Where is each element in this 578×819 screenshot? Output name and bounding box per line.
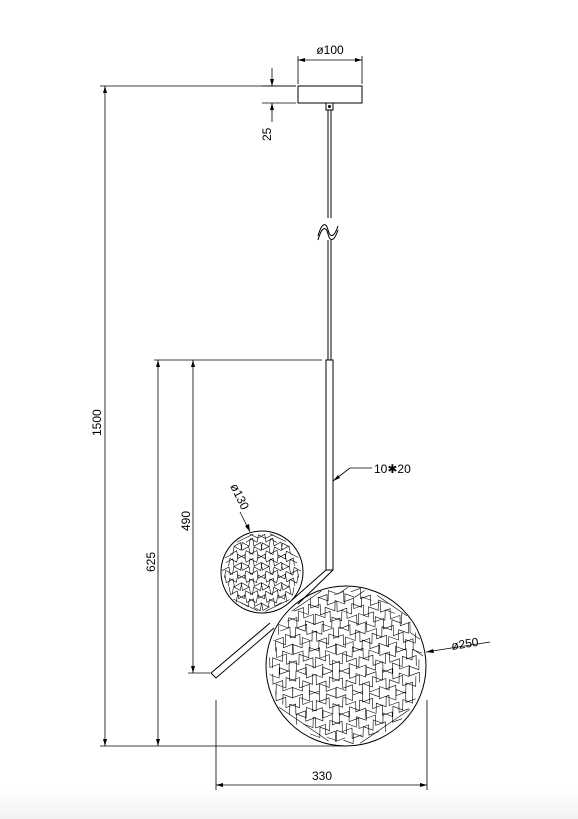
large-globe <box>265 585 427 747</box>
arm-section-label: 10✱20 <box>374 462 411 476</box>
rod-to-small-globe-label: 490 <box>179 511 193 531</box>
large-globe-diameter-callout: ø250 <box>425 635 491 653</box>
page-footer-band <box>0 790 578 819</box>
overall-width-label: 330 <box>312 769 332 783</box>
canopy-height-label: 25 <box>260 127 274 141</box>
small-globe-diameter-label: ø130 <box>227 481 252 512</box>
rod-to-small-globe-dimension: 490 <box>179 360 210 674</box>
small-globe <box>220 530 304 614</box>
canopy-diameter-label: ø100 <box>316 43 344 57</box>
rod-and-arm <box>210 359 334 679</box>
canopy <box>297 85 363 111</box>
lamp-technical-drawing: ø100 25 <box>90 43 491 790</box>
overall-height-label: 1500 <box>90 409 104 436</box>
large-globe-diameter-label: ø250 <box>450 635 480 653</box>
small-globe-diameter-callout: ø130 <box>227 481 252 533</box>
overall-width-dimension: 330 <box>215 700 428 790</box>
arm-section-callout: 10✱20 <box>332 462 411 482</box>
canopy-diameter-dimension: ø100 <box>297 43 363 84</box>
suspension-wire <box>317 110 339 360</box>
canopy-height-dimension: 25 <box>260 68 296 141</box>
lower-assembly-height-label: 625 <box>144 552 158 572</box>
overall-height-dimension: 1500 <box>90 85 346 747</box>
lower-assembly-height-dimension: 625 <box>144 359 322 746</box>
